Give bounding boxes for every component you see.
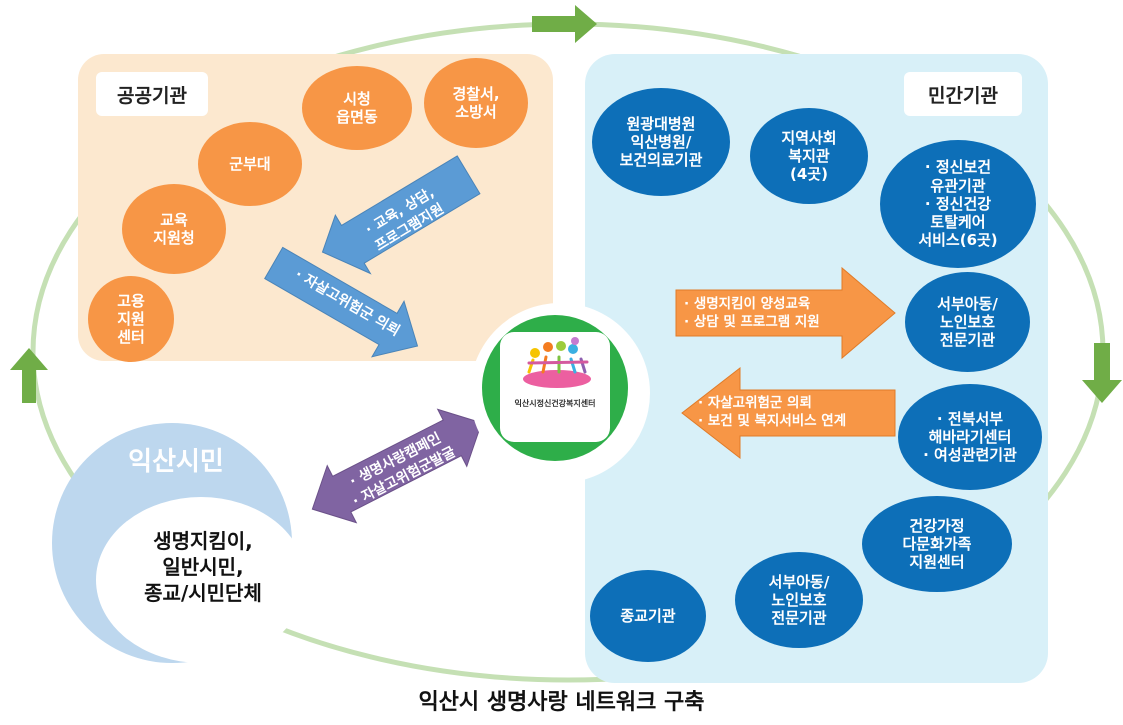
node-haebaragi-center: · 전북서부 해바라기센터 · 여성관련기관 — [898, 384, 1042, 490]
cycle-arrow-top-icon — [532, 5, 597, 43]
node-child-elder-protection-2: 서부아동/ 노인보호 전문기관 — [735, 552, 863, 648]
arrow-center-to-public-shape — [264, 246, 419, 358]
arrow-private-to-center-label: · 자살고위험군 의뢰 · 보건 및 복지서비스 연계 — [698, 395, 847, 430]
node-employment: 고용 지원 센터 — [88, 276, 174, 362]
node-city-hall: 시청 읍면동 — [302, 66, 412, 150]
arrow-center-to-private-label: · 생명지킴이 양성교육 · 상담 및 프로그램 지원 — [684, 296, 820, 331]
citizens-inner-circle — [96, 497, 306, 663]
citizens-members: 생명지킴이, 일반시민, 종교/시민단체 — [144, 529, 262, 605]
node-military: 군부대 — [198, 122, 302, 206]
node-mental-health: · 정신보건 유관기관 · 정신건강 토탈케어 서비스(6곳) — [880, 140, 1036, 268]
center-logo-icon — [523, 337, 591, 388]
node-multicultural-center: 건강가정 다문화가족 지원센터 — [862, 496, 1012, 592]
node-religious: 종교기관 — [590, 570, 706, 662]
node-education: 교육 지원청 — [122, 184, 226, 274]
private-sector-label: 민간기관 — [904, 72, 1022, 116]
node-hospital: 원광대병원 익산병원/ 보건의료기관 — [592, 88, 730, 196]
arrow-private-to-center-shape — [681, 366, 896, 460]
center-name: 익산시정신건강복지센터 — [514, 399, 596, 408]
node-police-fire: 경찰서, 소방서 — [424, 58, 528, 148]
arrow-public-to-center-shape — [321, 155, 481, 275]
node-welfare: 지역사회 복지관 (4곳) — [750, 108, 868, 204]
arrow-center-to-private-shape — [675, 266, 896, 360]
public-sector-label: 공공기관 — [96, 72, 208, 116]
node-child-elder-protection: 서부아동/ 노인보호 전문기관 — [905, 272, 1030, 372]
diagram-caption: 익산시 생명사랑 네트워크 구축 — [418, 690, 705, 715]
cycle-arrow-right-icon — [1082, 343, 1122, 403]
cycle-arrow-left-icon — [10, 348, 48, 403]
citizens-title: 익산시민 — [128, 447, 224, 477]
